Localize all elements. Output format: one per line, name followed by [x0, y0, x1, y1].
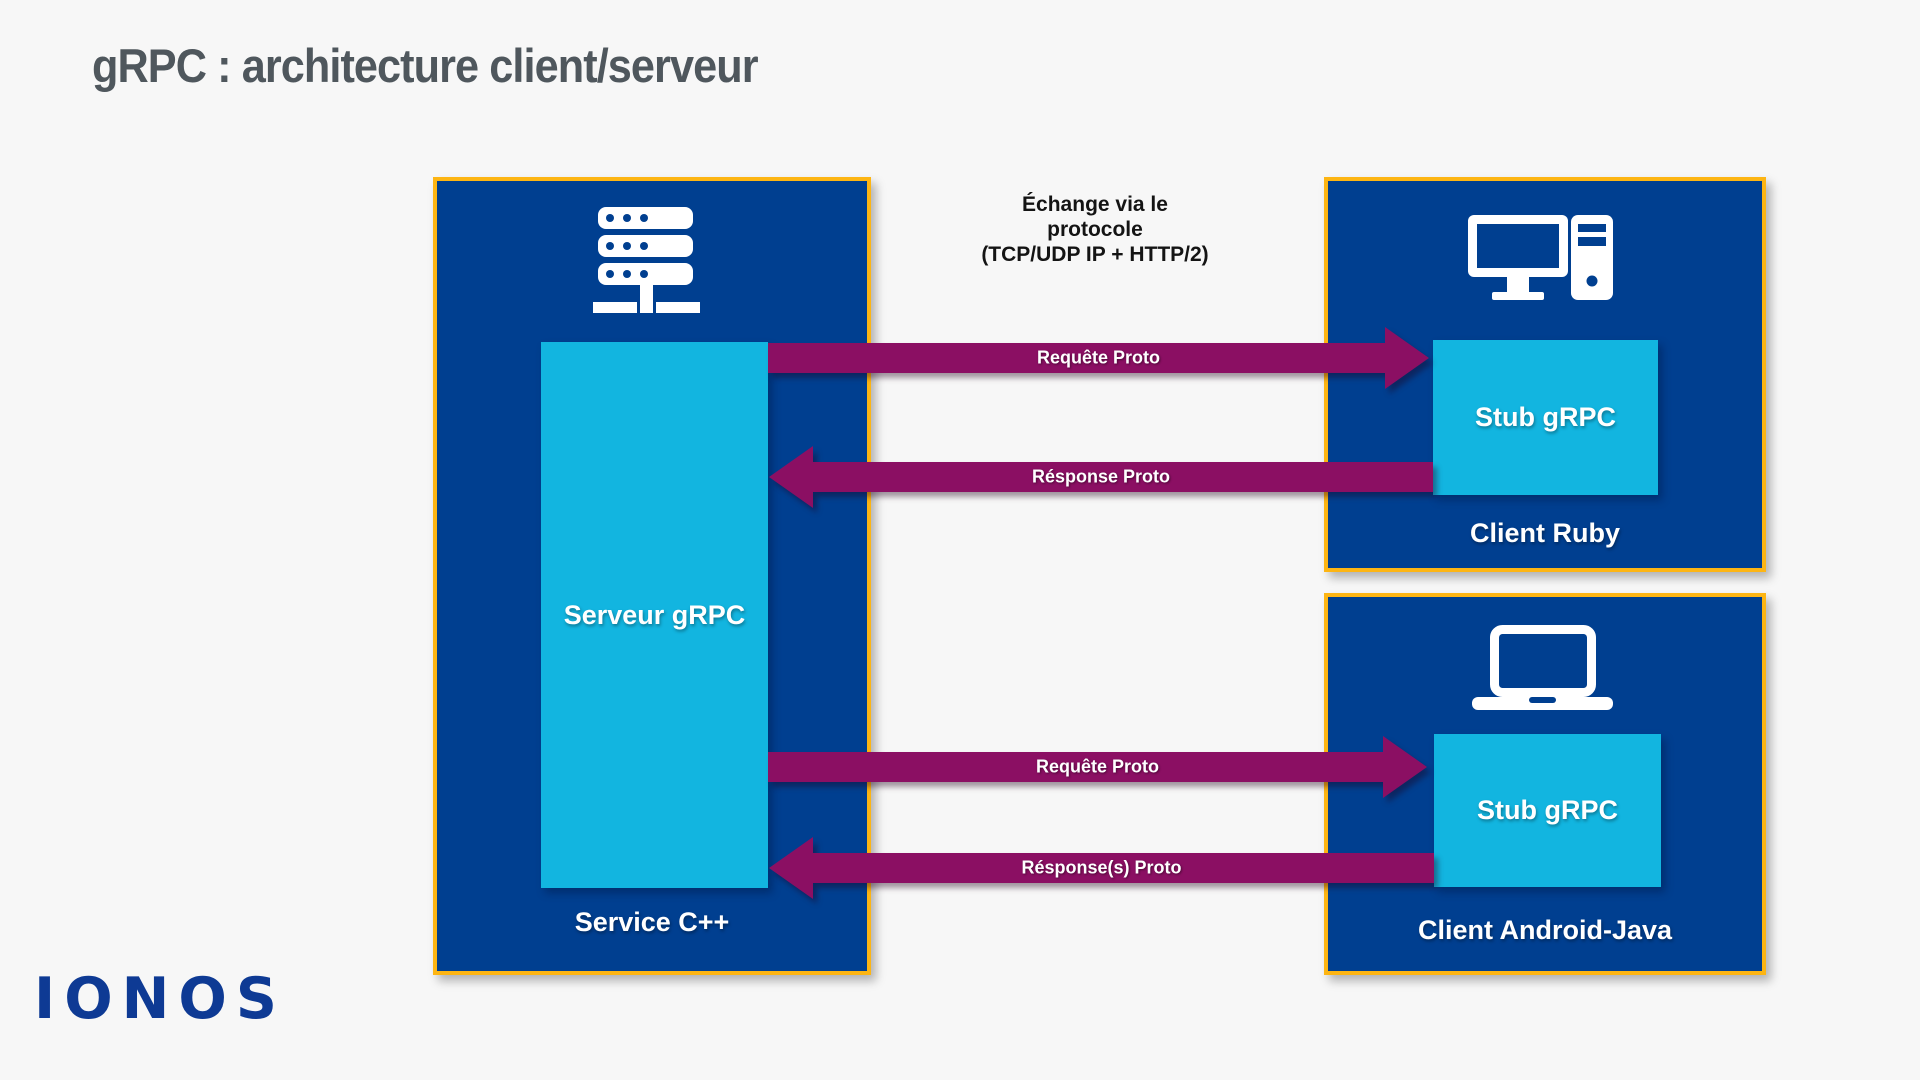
response-arrow-top: Résponse Proto [769, 446, 1433, 508]
protocol-note-line3: (TCP/UDP IP + HTTP/2) [981, 243, 1209, 266]
response-arrow-top-label: Résponse Proto [1031, 466, 1171, 487]
server-panel: Serveur gRPC Service C++ [433, 177, 871, 975]
arrow-shaft [768, 752, 1385, 782]
client-ruby-caption: Client Ruby [1469, 518, 1620, 548]
arrow-head-right-icon [1385, 327, 1429, 389]
protocol-note-line2: protocole [1047, 218, 1143, 241]
server-panel-caption: Service C++ [574, 907, 730, 937]
protocol-note: Échange via le protocole (TCP/UDP IP + H… [915, 192, 1275, 267]
desktop-computer-icon [1468, 215, 1613, 300]
protocol-note-line1: Échange via le [1022, 193, 1168, 216]
arrow-shaft [768, 343, 1387, 373]
request-arrow-bottom-label: Requête Proto [1035, 756, 1159, 777]
ruby-stub-grpc-box: Stub gRPC [1433, 340, 1658, 495]
response-arrow-bottom-label: Résponse(s) Proto [1021, 857, 1182, 878]
arrow-head-left-icon [769, 446, 813, 508]
client-android-caption: Client Android-Java [1417, 915, 1673, 945]
server-rack-icon [593, 207, 700, 313]
arrow-shaft [811, 462, 1433, 492]
laptop-icon [1472, 625, 1613, 710]
arrow-head-left-icon [769, 837, 813, 899]
server-grpc-box: Serveur gRPC [541, 342, 768, 888]
android-stub-grpc-label: Stub gRPC [1477, 795, 1618, 825]
android-stub-grpc-box: Stub gRPC [1434, 734, 1661, 887]
arrow-shaft [811, 853, 1434, 883]
ruby-stub-grpc-label: Stub gRPC [1475, 402, 1616, 432]
request-arrow-top: Requête Proto [768, 327, 1429, 389]
page-title: gRPC : architecture client/serveur [92, 39, 759, 92]
request-arrow-bottom: Requête Proto [768, 736, 1427, 798]
arrow-head-right-icon [1383, 736, 1427, 798]
response-arrow-bottom: Résponse(s) Proto [769, 837, 1434, 899]
request-arrow-top-label: Requête Proto [1036, 347, 1160, 368]
server-grpc-label: Serveur gRPC [563, 599, 746, 630]
ionos-logo: IONOS [34, 966, 286, 1032]
